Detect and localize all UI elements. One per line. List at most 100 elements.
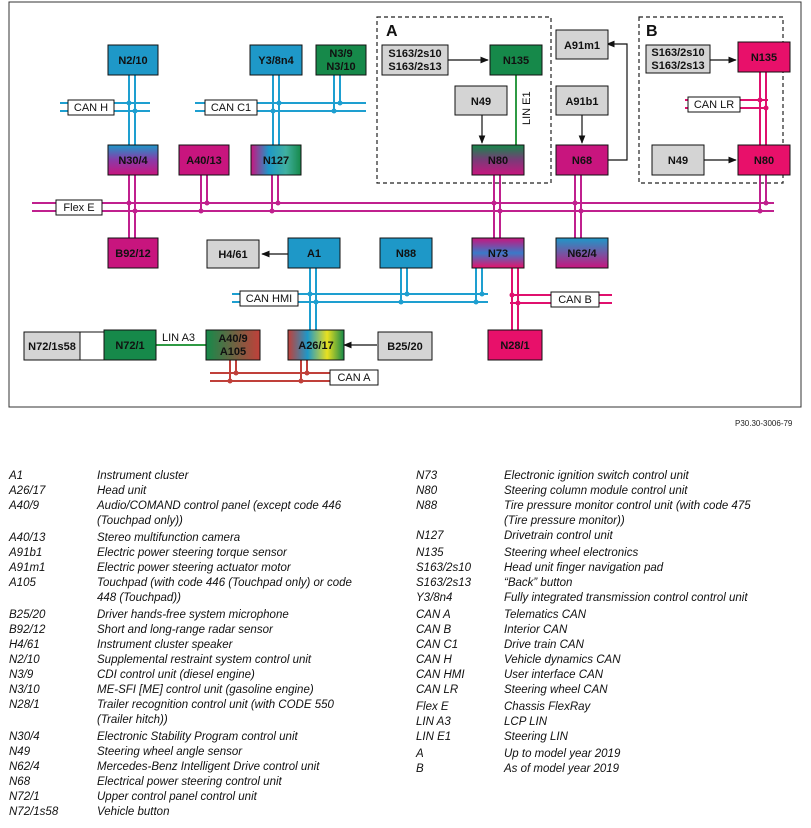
svg-text:N28/1: N28/1 [500,340,529,352]
svg-text:CAN B: CAN B [558,294,592,306]
legend-description: Audio/COMAND control panel (except code … [97,500,342,527]
legend-entry: A40/13 Stereo multifunction camera [9,531,394,546]
can-h-connectors [128,75,341,145]
legend-code: A40/9 [9,500,40,512]
legend-code: N30/4 [9,731,40,743]
node-n30-4: N30/4 [107,144,159,176]
legend-description: Electronic Stability Program control uni… [97,731,298,743]
legend-description: As of model year 2019 [504,763,620,775]
legend-code: CAN LR [416,684,459,696]
svg-text:A40/13: A40/13 [186,155,221,167]
can-hmi-connectors [309,268,483,330]
legend-code: CAN B [416,624,452,636]
legend-description: Mercedes-Benz Intelligent Drive control … [97,761,320,773]
svg-text:S163/2s13: S163/2s13 [651,60,704,72]
node-n80-a: N80 [471,144,525,176]
legend-entry: LIN A3 LCP LIN [416,715,806,730]
bus-label-lin-a3: LIN A3 [162,332,195,344]
svg-text:CAN H: CAN H [74,102,108,114]
legend-description: Steering LIN [504,731,568,743]
legend-code: A40/13 [9,532,46,544]
svg-text:N68: N68 [572,155,592,167]
legend-description: Drivetrain control unit [504,530,613,542]
node-n73: N73 [471,237,525,269]
legend-code: CAN A [416,609,451,621]
bus-label-can-h: CAN H [67,99,115,116]
junction-dots-blue [126,100,485,305]
legend-code: N49 [9,746,31,758]
legend-code: N80 [416,485,438,497]
svg-text:N135: N135 [751,52,777,64]
svg-text:N49: N49 [471,96,491,108]
legend-description: Steering column module control unit [504,485,688,497]
svg-text:N73: N73 [488,248,508,260]
legend-description: Electronic ignition switch control unit [504,470,689,482]
svg-text:A1: A1 [307,248,321,260]
legend-description: LCP LIN [504,716,548,728]
node-n72-1: N72/1 [79,329,157,361]
legend-code: H4/61 [9,639,40,651]
svg-text:A26/17: A26/17 [298,340,333,352]
diagram-frame [8,1,802,408]
legend-description: Stereo multifunction camera [97,532,241,544]
legend-code: LIN A3 [416,716,451,728]
legend-code: A26/17 [9,485,46,497]
legend-code: CAN C1 [416,639,459,651]
node-n62-4: N62/4 [555,237,609,269]
legend-code: S163/2s13 [416,577,471,589]
svg-text:N80: N80 [488,155,508,167]
legend-description: Fully integrated transmission control co… [504,592,748,604]
node-a40-13: A40/13 [178,144,230,176]
svg-text:N49: N49 [668,155,688,167]
legend-entry: N80 Steering column module control unit [416,484,806,499]
svg-text:CAN LR: CAN LR [694,99,734,111]
svg-text:CAN A: CAN A [337,372,371,384]
svg-text:N3/10: N3/10 [326,61,355,73]
node-n88: N88 [379,237,433,269]
legend-description: Supplemental restraint system control un… [97,654,312,666]
legend-description: Head unit [97,485,147,497]
section-b-box [638,16,784,184]
figure-reference: P30.30-3006-79 [735,419,793,428]
legend-description: Electrical power steering control unit [97,776,282,788]
legend-description: CDI control unit (diesel engine) [97,669,255,681]
legend-code: N3/10 [9,684,40,696]
legend-description: Tire pressure monitor control unit (with… [504,500,751,527]
node-n72-1s58: N72/1s58 [23,331,81,361]
node-n135-a: N135 [489,44,543,76]
legend-description: “Back” button [504,577,573,589]
legend-description: Steering wheel electronics [504,547,639,559]
legend-code: Flex E [416,701,449,713]
svg-text:A40/9: A40/9 [218,333,247,345]
bus-label-can-hmi: CAN HMI [239,290,299,307]
svg-text:Y3/8n4: Y3/8n4 [258,55,294,67]
can-a-connectors [229,360,308,381]
legend-description: Electric power steering torque sensor [97,547,287,559]
legend-entry: A40/9 Audio/COMAND control panel (except … [9,499,394,529]
legend-description: Trailer recognition control unit (with C… [97,699,334,726]
legend-code: N62/4 [9,761,40,773]
legend-code: B [416,763,424,775]
svg-text:A91b1: A91b1 [565,96,598,108]
legend-description: Driver hands-free system microphone [97,609,289,621]
node-n3-9-n3-10: N3/9 N3/10 [315,44,367,76]
svg-text:CAN HMI: CAN HMI [246,293,292,305]
svg-text:N127: N127 [263,155,289,167]
legend-entry: A26/17 Head unit [9,484,394,499]
svg-text:S163/2s13: S163/2s13 [388,61,441,73]
flex-e-connectors [128,175,767,238]
svg-text:N72/1s58: N72/1s58 [28,341,76,353]
